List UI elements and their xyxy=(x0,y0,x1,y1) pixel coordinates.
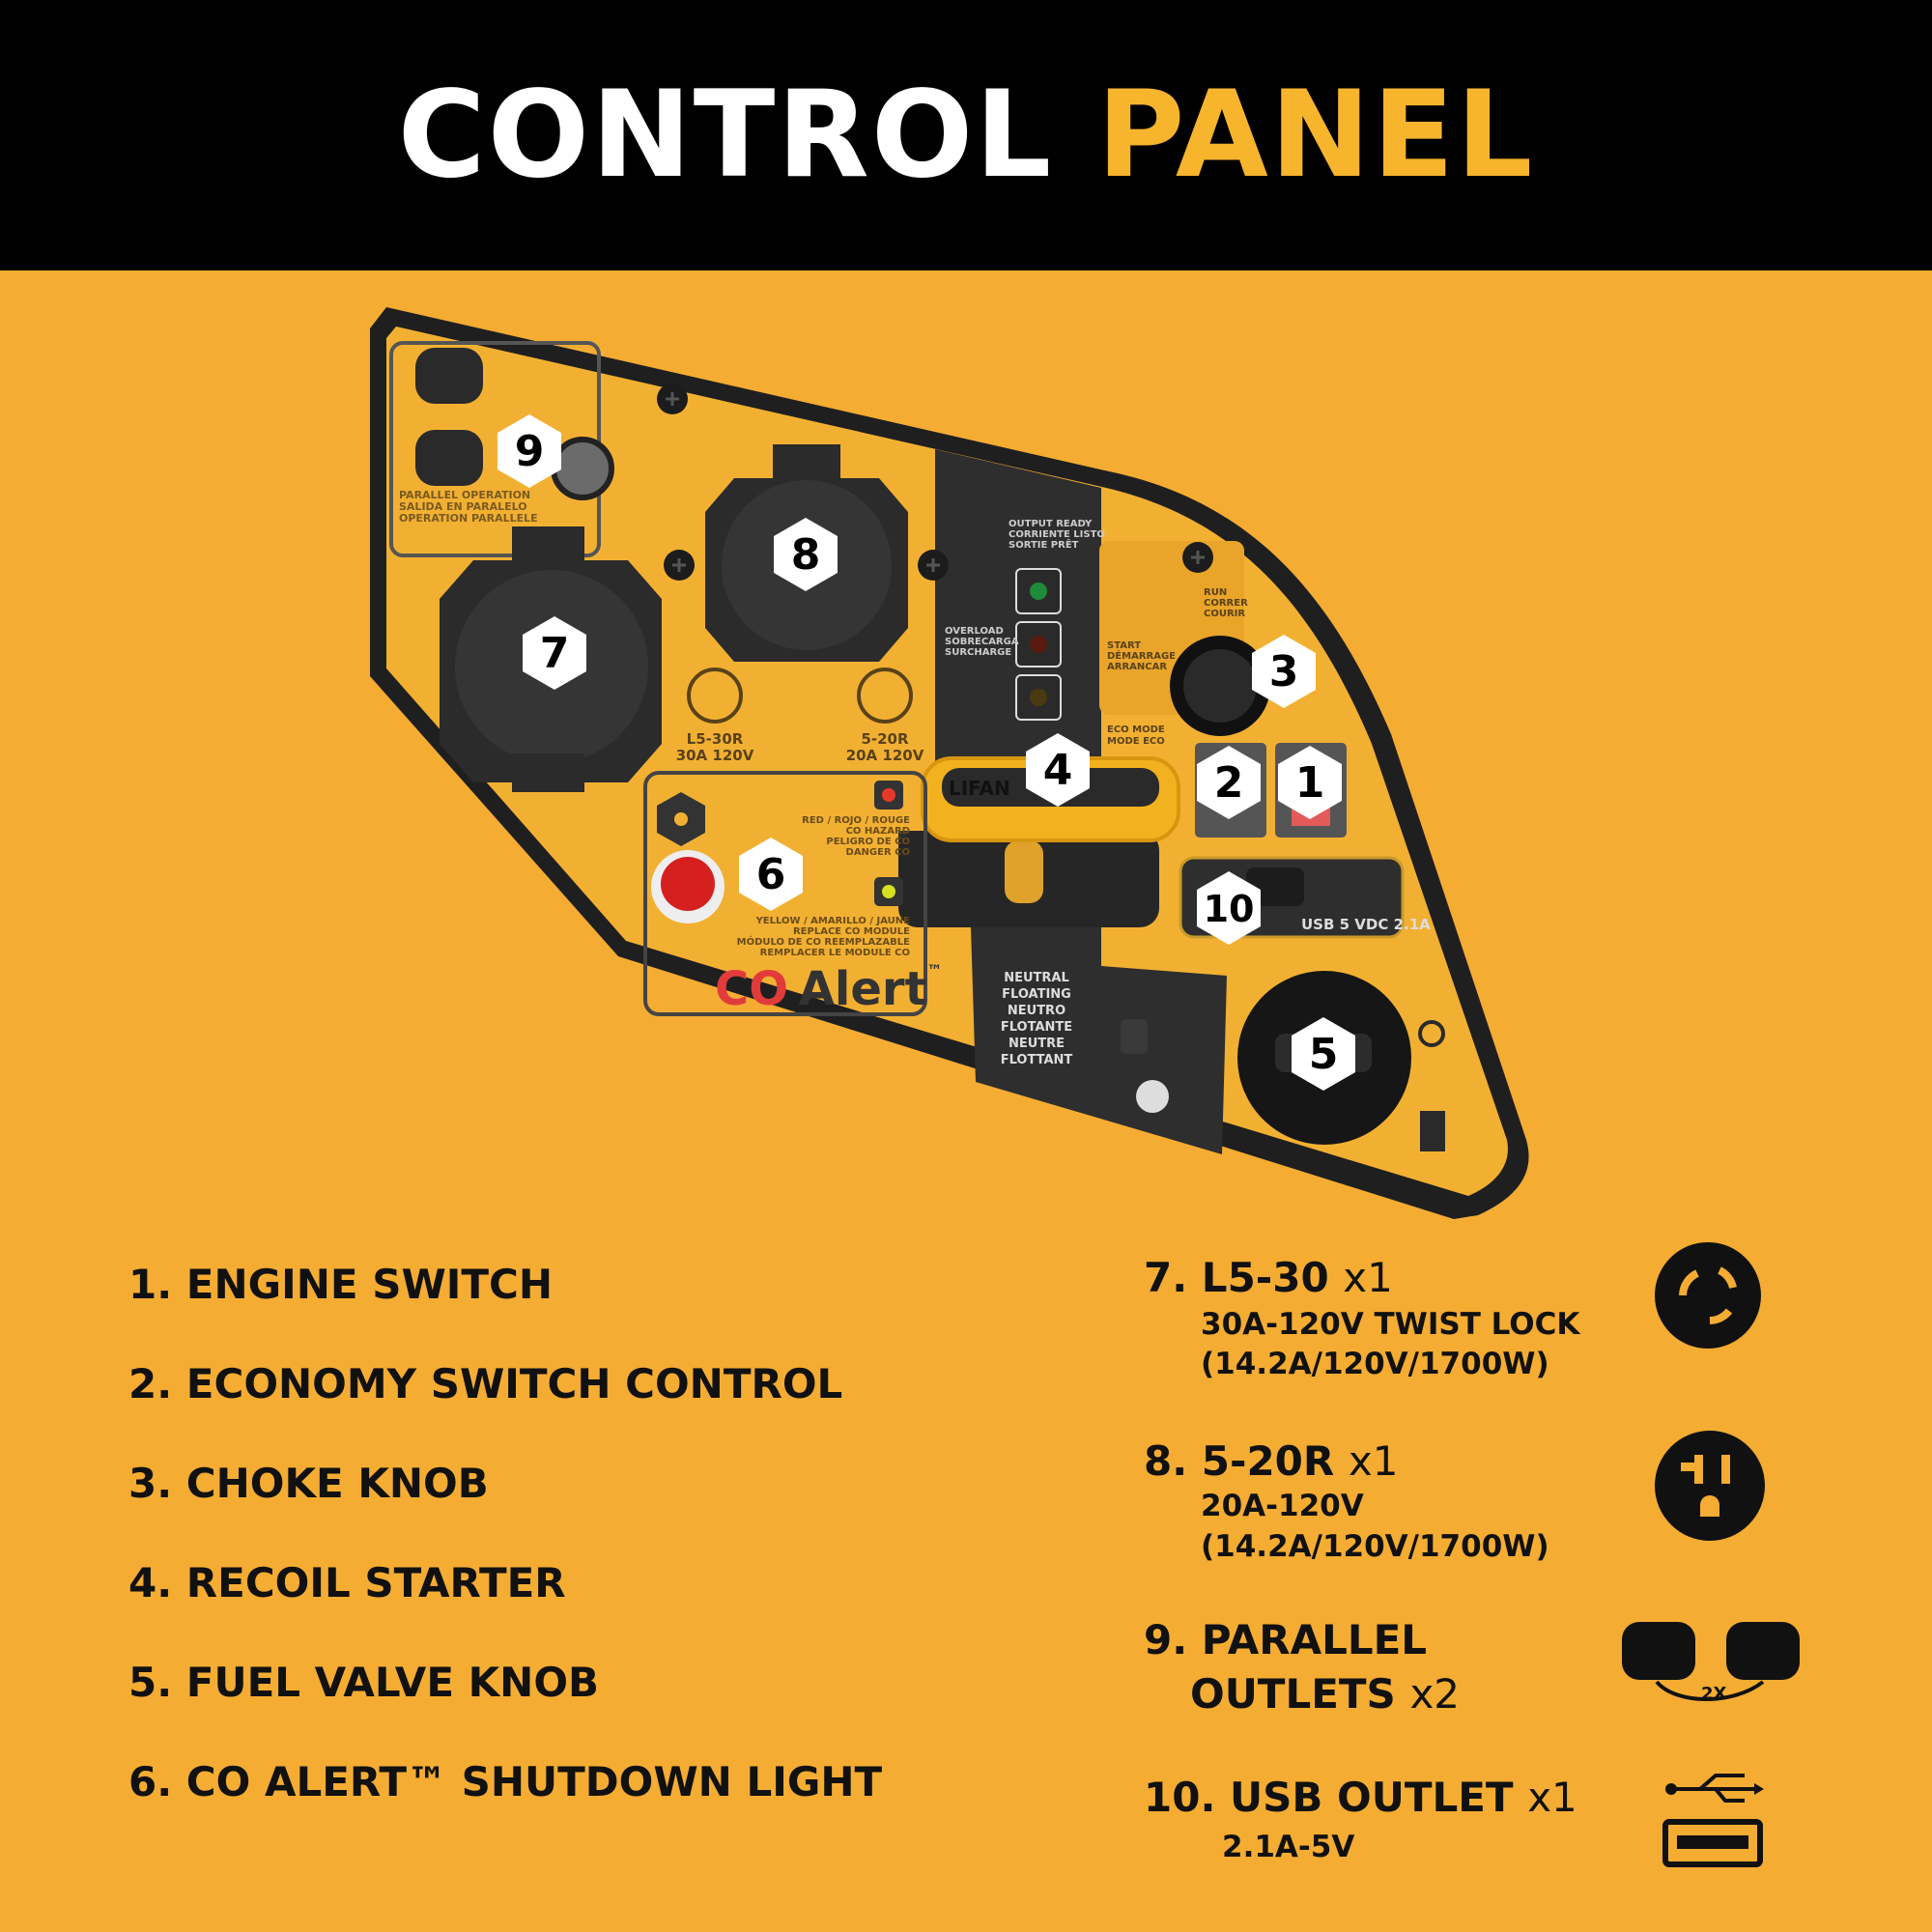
usb-icon xyxy=(1662,1774,1764,1867)
handle-brand: LIFAN xyxy=(949,777,1010,800)
callout-6: 6 xyxy=(739,838,803,911)
callout-2: 2 xyxy=(1197,746,1261,819)
legend-item-engine-switch: 1. ENGINE SWITCH xyxy=(128,1261,554,1308)
svg-text:7: 7 xyxy=(540,629,570,678)
callout-badges: 1 2 3 4 5 6 7 8 9 10 xyxy=(497,414,1355,1091)
svg-text:8: 8 xyxy=(791,530,821,580)
header-banner: CONTROL PANEL xyxy=(0,0,1932,270)
legend-item-fuel-valve: 5. FUEL VALVE KNOB xyxy=(128,1659,600,1706)
svg-text:6: 6 xyxy=(756,850,786,899)
fuel-pump-icon xyxy=(1420,1111,1445,1151)
svg-text:2: 2 xyxy=(1214,758,1244,808)
legend-item-choke-knob: 3. CHOKE KNOB xyxy=(128,1460,489,1507)
title-part-panel: PANEL xyxy=(1096,66,1535,205)
l5-30-symbol-icon xyxy=(687,668,743,724)
l5-30-spec-line: (14.2A/120V/1700W) xyxy=(1201,1347,1549,1381)
parallel-port-cap[interactable] xyxy=(415,430,483,486)
legend-item-parallel-line2: OUTLETS x2 xyxy=(1190,1670,1461,1718)
legend-item-l5-30: 7. L5-30 x1 xyxy=(1144,1254,1393,1301)
callout-5: 5 xyxy=(1292,1017,1355,1091)
callout-7: 7 xyxy=(523,616,586,690)
legend-item-economy-switch: 2. ECONOMY SWITCH CONTROL xyxy=(128,1360,843,1407)
parallel-2x-label: 2X xyxy=(1701,1684,1727,1704)
legend-item-5-20r: 8. 5-20R x1 xyxy=(1144,1437,1399,1485)
5-20r-spec-line: 20A-120V xyxy=(1201,1489,1364,1523)
callout-4: 4 xyxy=(1026,733,1090,807)
legend-item-recoil-starter: 4. RECOIL STARTER xyxy=(128,1559,566,1606)
usb-port-cap[interactable] xyxy=(1246,867,1304,906)
usb-label: USB 5 VDC 2.1A xyxy=(1301,916,1431,933)
usb-spec-line: 2.1A-5V xyxy=(1222,1830,1355,1864)
svg-text:3: 3 xyxy=(1269,647,1299,696)
ground-terminal[interactable] xyxy=(1121,1019,1148,1054)
legend-item-parallel: 9. PARALLEL xyxy=(1144,1616,1428,1663)
callout-9: 9 xyxy=(497,414,561,488)
twist-lock-outlet-icon xyxy=(1655,1242,1761,1349)
reset-button[interactable] xyxy=(551,437,614,500)
parallel-port-cap[interactable] xyxy=(415,348,483,404)
callout-1: 1 xyxy=(1278,746,1342,819)
svg-text:10: 10 xyxy=(1204,888,1255,930)
svg-text:1: 1 xyxy=(1295,758,1325,808)
co-alert-frame xyxy=(643,771,927,1016)
callout-10: 10 xyxy=(1197,871,1261,945)
legend-item-co-alert: 6. CO ALERT™ SHUTDOWN LIGHT xyxy=(128,1758,883,1805)
title-part-control: CONTROL xyxy=(397,66,1054,205)
parallel-generators-icon: 2X xyxy=(1622,1622,1800,1704)
5-20-symbol-icon xyxy=(857,668,913,724)
legend-item-usb: 10. USB OUTLET x1 xyxy=(1144,1774,1577,1821)
l5-30-spec-line: 30A-120V TWIST LOCK xyxy=(1201,1307,1580,1342)
ground-icon xyxy=(1136,1080,1169,1113)
page-title: CONTROL PANEL xyxy=(398,75,1535,195)
callout-3: 3 xyxy=(1252,635,1316,708)
svg-text:5: 5 xyxy=(1309,1030,1339,1079)
svg-text:9: 9 xyxy=(515,427,545,476)
household-outlet-icon xyxy=(1655,1431,1765,1541)
5-20r-spec-line: (14.2A/120V/1700W) xyxy=(1201,1529,1549,1564)
callout-8: 8 xyxy=(774,518,838,591)
svg-text:4: 4 xyxy=(1043,746,1073,795)
